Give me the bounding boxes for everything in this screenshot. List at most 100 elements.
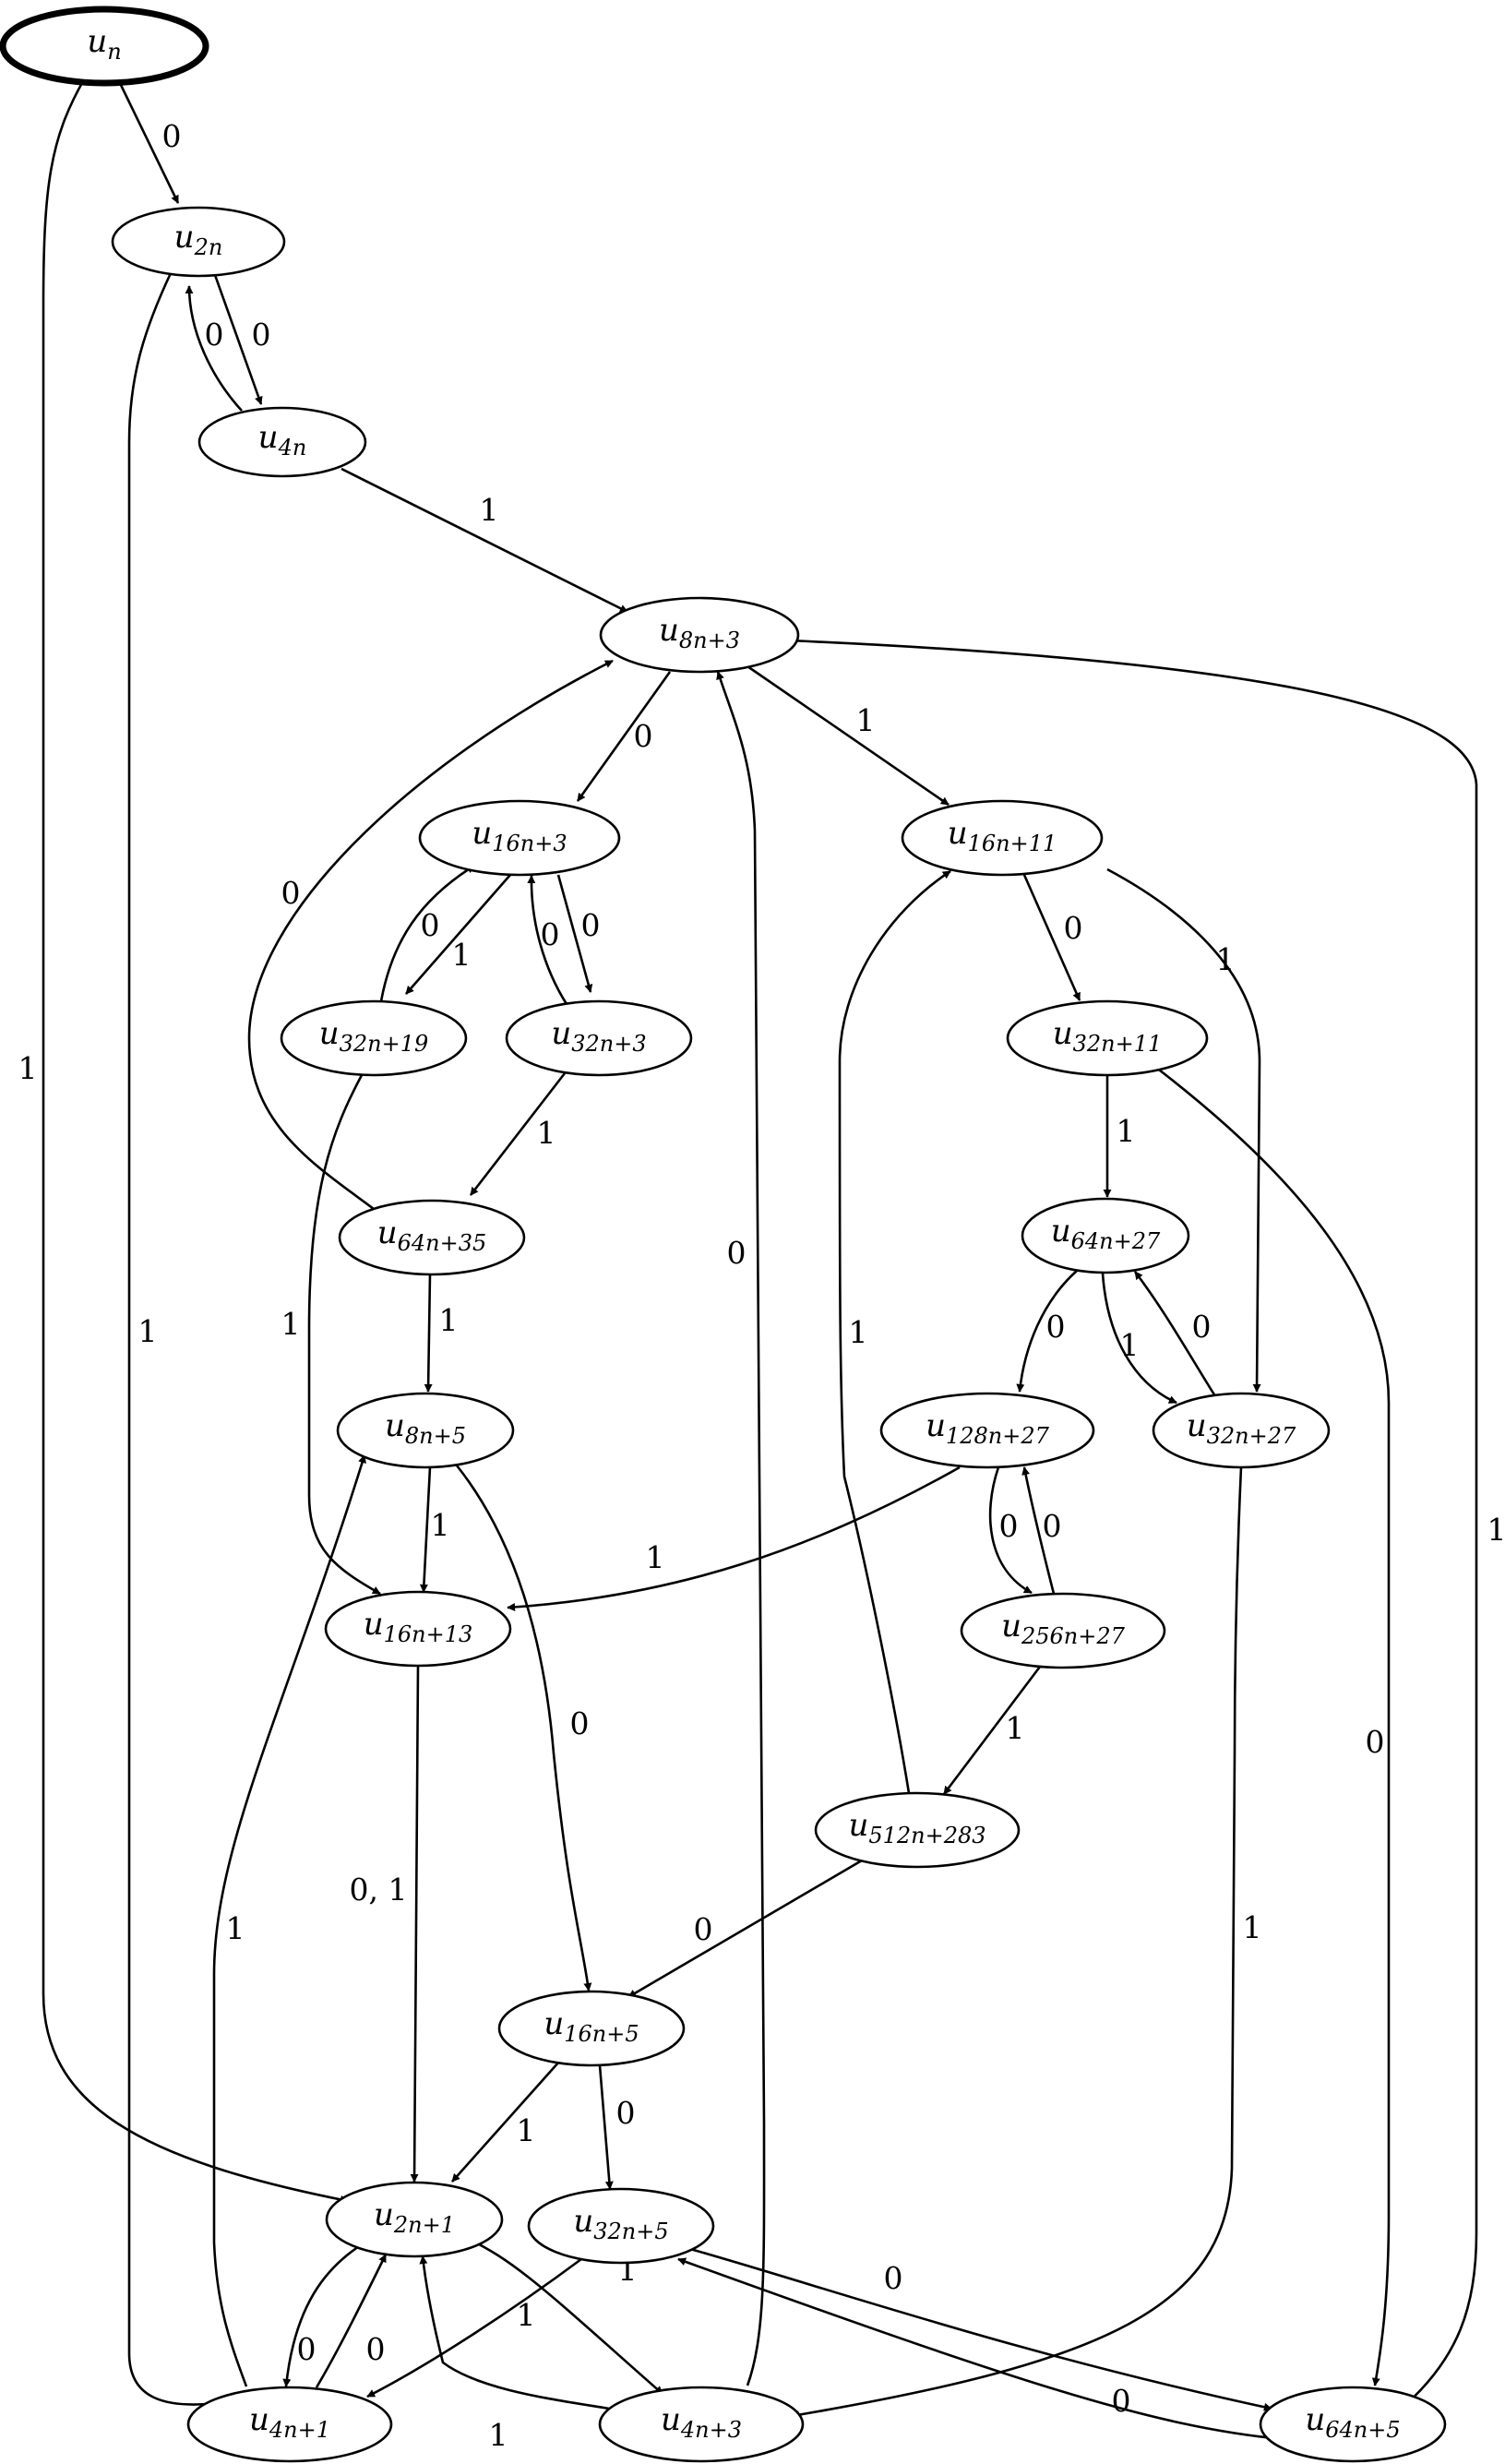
- edge-line: [787, 636, 1478, 2407]
- node-u32n11: u32n+11: [1006, 999, 1209, 1077]
- edge-label: 0: [1064, 910, 1083, 946]
- node-label: u128n+27: [926, 1407, 1050, 1449]
- node-label-subscript: 16n+13: [384, 1621, 473, 1647]
- edge-u4n3-to-u8n3: 0: [716, 671, 766, 2386]
- edge-u128n27-to-u256n27: 0: [988, 1466, 1033, 1595]
- edge-line: [455, 1465, 592, 1992]
- edge-label: 1: [138, 1313, 158, 1349]
- edge-u16n3-to-u32n19: 1: [405, 874, 511, 995]
- node-label: u4n+3: [661, 2401, 742, 2443]
- node-u64n35: u64n+35: [338, 1199, 526, 1276]
- node-u64n5: u64n+5: [1259, 2386, 1447, 2463]
- edge-label: 0: [999, 1508, 1019, 1544]
- node-u64n27: u64n+27: [1021, 1197, 1190, 1274]
- edge-u64n35-to-u8n5: 1: [424, 1274, 459, 1393]
- node-label-subscript: 32n+5: [593, 2219, 668, 2244]
- edge-u32n3-to-u64n35: 1: [469, 1072, 567, 1196]
- edge-un-to-u2n1: 1: [18, 80, 349, 2204]
- node-label-subscript: 4n: [278, 435, 307, 461]
- node-u32n19: u32n+19: [280, 999, 468, 1077]
- node-label-subscript: 128n+27: [946, 1423, 1050, 1449]
- node-label-subscript: 16n+3: [492, 831, 567, 856]
- node-label: u32n+11: [1053, 1015, 1163, 1057]
- edge-line: [419, 1466, 432, 1593]
- edge-label: 0: [541, 916, 560, 952]
- node-label-subscript: 4n+1: [269, 2417, 330, 2443]
- edge-line: [213, 274, 263, 405]
- edge-line: [1022, 874, 1081, 1001]
- edge-label: 0: [281, 875, 301, 911]
- edge-label: 1: [517, 2112, 536, 2148]
- edge-label: 0: [1366, 1724, 1385, 1760]
- node-label-base: u: [661, 2401, 681, 2438]
- edge-line: [1016, 1270, 1078, 1393]
- edge-line: [366, 2257, 582, 2398]
- edge-u2n-to-u4n: 0: [213, 274, 271, 405]
- edge-u256n27-to-u128n27: 0: [1021, 1466, 1062, 1595]
- node-label: u32n+19: [319, 1015, 429, 1057]
- edge-u16n5-to-u2n1: 1: [451, 2061, 560, 2183]
- edge-label: 0: [884, 2260, 903, 2296]
- node-label: u256n+27: [1001, 1608, 1126, 1649]
- edge-label: 1: [517, 2297, 536, 2333]
- edge-line: [1133, 1271, 1217, 1397]
- node-label-base: u: [364, 1606, 384, 1643]
- node-label-base: u: [385, 1407, 405, 1444]
- node-label-subscript: 8n+3: [679, 628, 740, 653]
- edge-label: 1: [226, 1910, 245, 1946]
- edge-line: [1154, 1065, 1391, 2386]
- edge-label: 1: [489, 2417, 508, 2453]
- node-label-subscript: 64n+35: [398, 1230, 487, 1256]
- node-u16n11: u16n+11: [901, 799, 1104, 877]
- node-label: u16n+3: [472, 815, 567, 856]
- node-label-subscript: 256n+27: [1021, 1623, 1126, 1649]
- node-label: u64n+27: [1051, 1213, 1161, 1254]
- node-u32n5: u32n+5: [527, 2187, 715, 2265]
- node-ellipse: [186, 2386, 393, 2463]
- node-label-base: u: [174, 219, 195, 256]
- edge-label: 0: [366, 2331, 386, 2367]
- edge-label: 0: [1112, 2383, 1131, 2419]
- node-label-subscript: 2n: [194, 234, 223, 260]
- node-ellipse: [1021, 1197, 1190, 1274]
- node-label-base: u: [319, 1015, 340, 1052]
- edge-line: [507, 1465, 961, 1611]
- edge-u16n11-to-u32n27: 1: [1106, 867, 1261, 1393]
- node-ellipse: [527, 2187, 715, 2265]
- node-u32n3: u32n+3: [505, 999, 693, 1077]
- node-ellipse: [960, 1592, 1166, 1669]
- edge-line: [716, 671, 766, 2386]
- node-label-base: u: [1187, 1407, 1207, 1444]
- node-label-subscript: 32n+11: [1073, 1031, 1163, 1057]
- node-ellipse: [598, 2386, 805, 2463]
- node-ellipse: [280, 999, 468, 1077]
- edge-line: [791, 1466, 1243, 2420]
- node-label: u512n+283: [848, 1807, 985, 1848]
- node-label-subscript: 512n+283: [868, 1823, 985, 1848]
- edge-label: 0: [421, 907, 440, 943]
- node-label-base: u: [948, 815, 968, 852]
- node-label-base: u: [249, 2401, 269, 2438]
- node-ellipse: [197, 406, 367, 478]
- node-label: u32n+27: [1187, 1407, 1296, 1449]
- node-label-base: u: [377, 1214, 398, 1251]
- edge-line: [556, 874, 593, 993]
- node-label-base: u: [926, 1407, 946, 1444]
- edge-label: 1: [1120, 1327, 1140, 1363]
- edge-label: 0: [252, 317, 271, 353]
- edge-label: 1: [18, 1050, 38, 1086]
- edge-u4n-to-u8n3: 1: [340, 467, 628, 614]
- node-ellipse: [111, 206, 286, 278]
- node-label-base: u: [659, 612, 679, 649]
- node-ellipse: [418, 799, 621, 877]
- node-label: u32n+5: [573, 2203, 668, 2244]
- node-label-subscript: 32n+27: [1207, 1423, 1296, 1449]
- node-label: u16n+13: [364, 1606, 473, 1647]
- edge-label: 0: [727, 1235, 747, 1271]
- node-label-base: u: [258, 419, 279, 456]
- edge-line: [185, 285, 243, 412]
- node-label-subscript: n: [107, 39, 121, 65]
- node-ellipse: [0, 6, 209, 87]
- edge-line: [677, 2257, 1284, 2441]
- edge-label: 1: [1243, 1909, 1262, 1945]
